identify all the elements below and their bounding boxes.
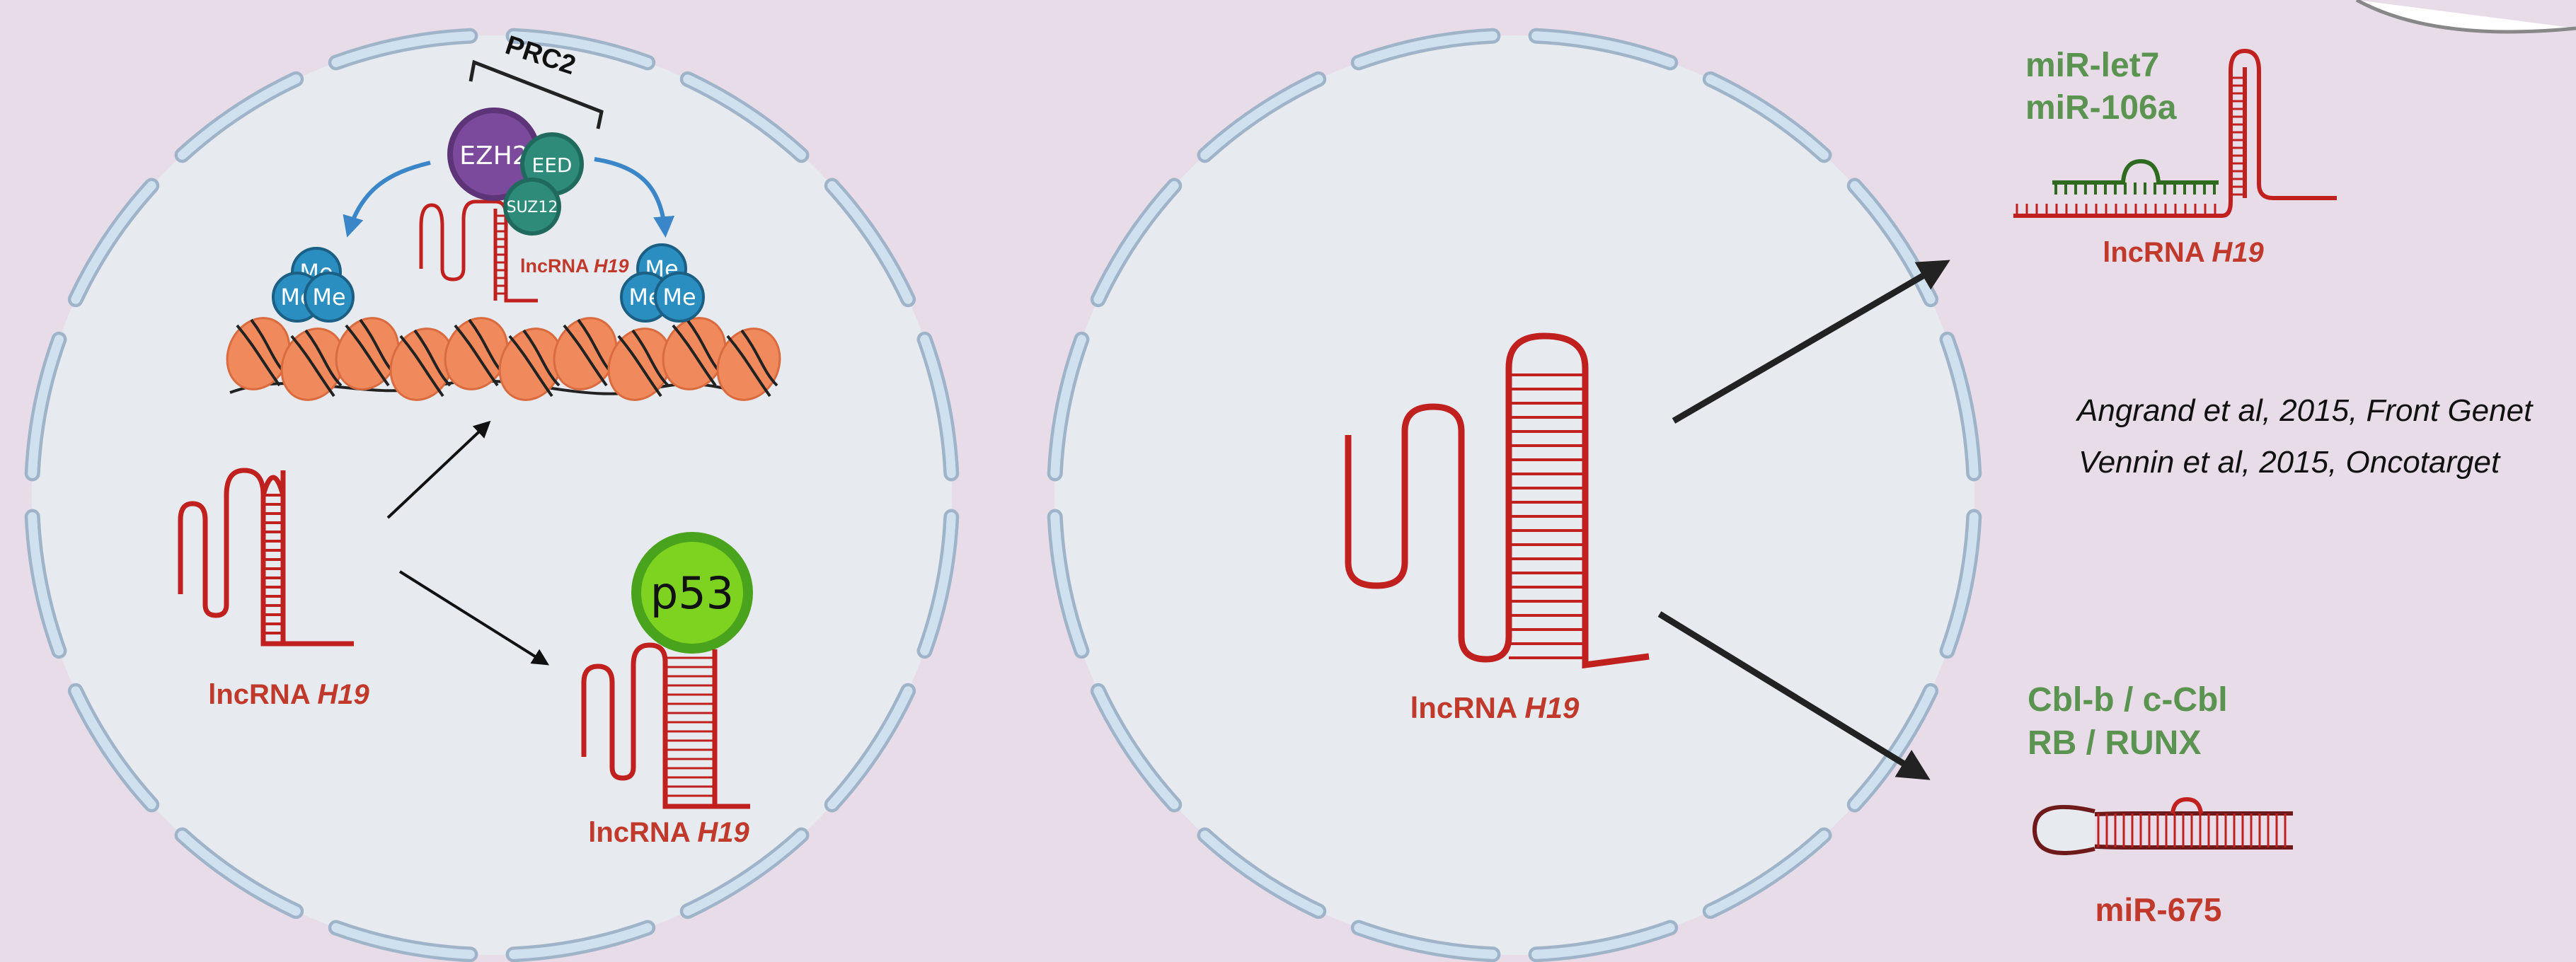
right-cell xyxy=(1054,35,1974,955)
p53-lncrna-label: lncRNA H19 xyxy=(588,817,749,848)
reference-2: Vennin et al, 2015, Oncotarget xyxy=(2078,445,2501,480)
mir675-hairpin xyxy=(2035,799,2293,853)
left-lncrna-label: lncRNA H19 xyxy=(208,679,369,710)
mir675-label: miR-675 xyxy=(2095,891,2222,928)
target-cbl-label: Cbl-b / c-Cbl xyxy=(2028,681,2228,719)
methyl-group: Me xyxy=(305,273,353,321)
p53-protein: p53 xyxy=(631,532,753,654)
top-right-arc xyxy=(2357,0,2576,32)
suz12-subunit: SUZ12 xyxy=(505,180,559,233)
target-rb-label: RB / RUNX xyxy=(2028,724,2201,762)
methyl-group: Me xyxy=(655,273,703,321)
svg-text:EZH2: EZH2 xyxy=(459,141,528,170)
right-lncrna-label: lncRNA H19 xyxy=(1410,691,1580,724)
bound-mirna xyxy=(2052,161,2219,195)
sponge-lncrna-label: lncRNA H19 xyxy=(2103,237,2264,268)
reference-1: Angrand et al, 2015, Front Genet xyxy=(2075,393,2534,428)
svg-text:EED: EED xyxy=(532,153,573,177)
mirna-106a-label: miR-106a xyxy=(2025,89,2177,127)
prc2-rna-label: lncRNA H19 xyxy=(520,255,629,277)
svg-text:Me: Me xyxy=(312,284,345,311)
svg-text:SUZ12: SUZ12 xyxy=(507,199,558,216)
svg-text:p53: p53 xyxy=(650,567,734,619)
mirna-let7-label: miR-let7 xyxy=(2025,47,2159,84)
svg-text:Me: Me xyxy=(662,284,696,311)
right-cell-body xyxy=(1054,35,1974,955)
